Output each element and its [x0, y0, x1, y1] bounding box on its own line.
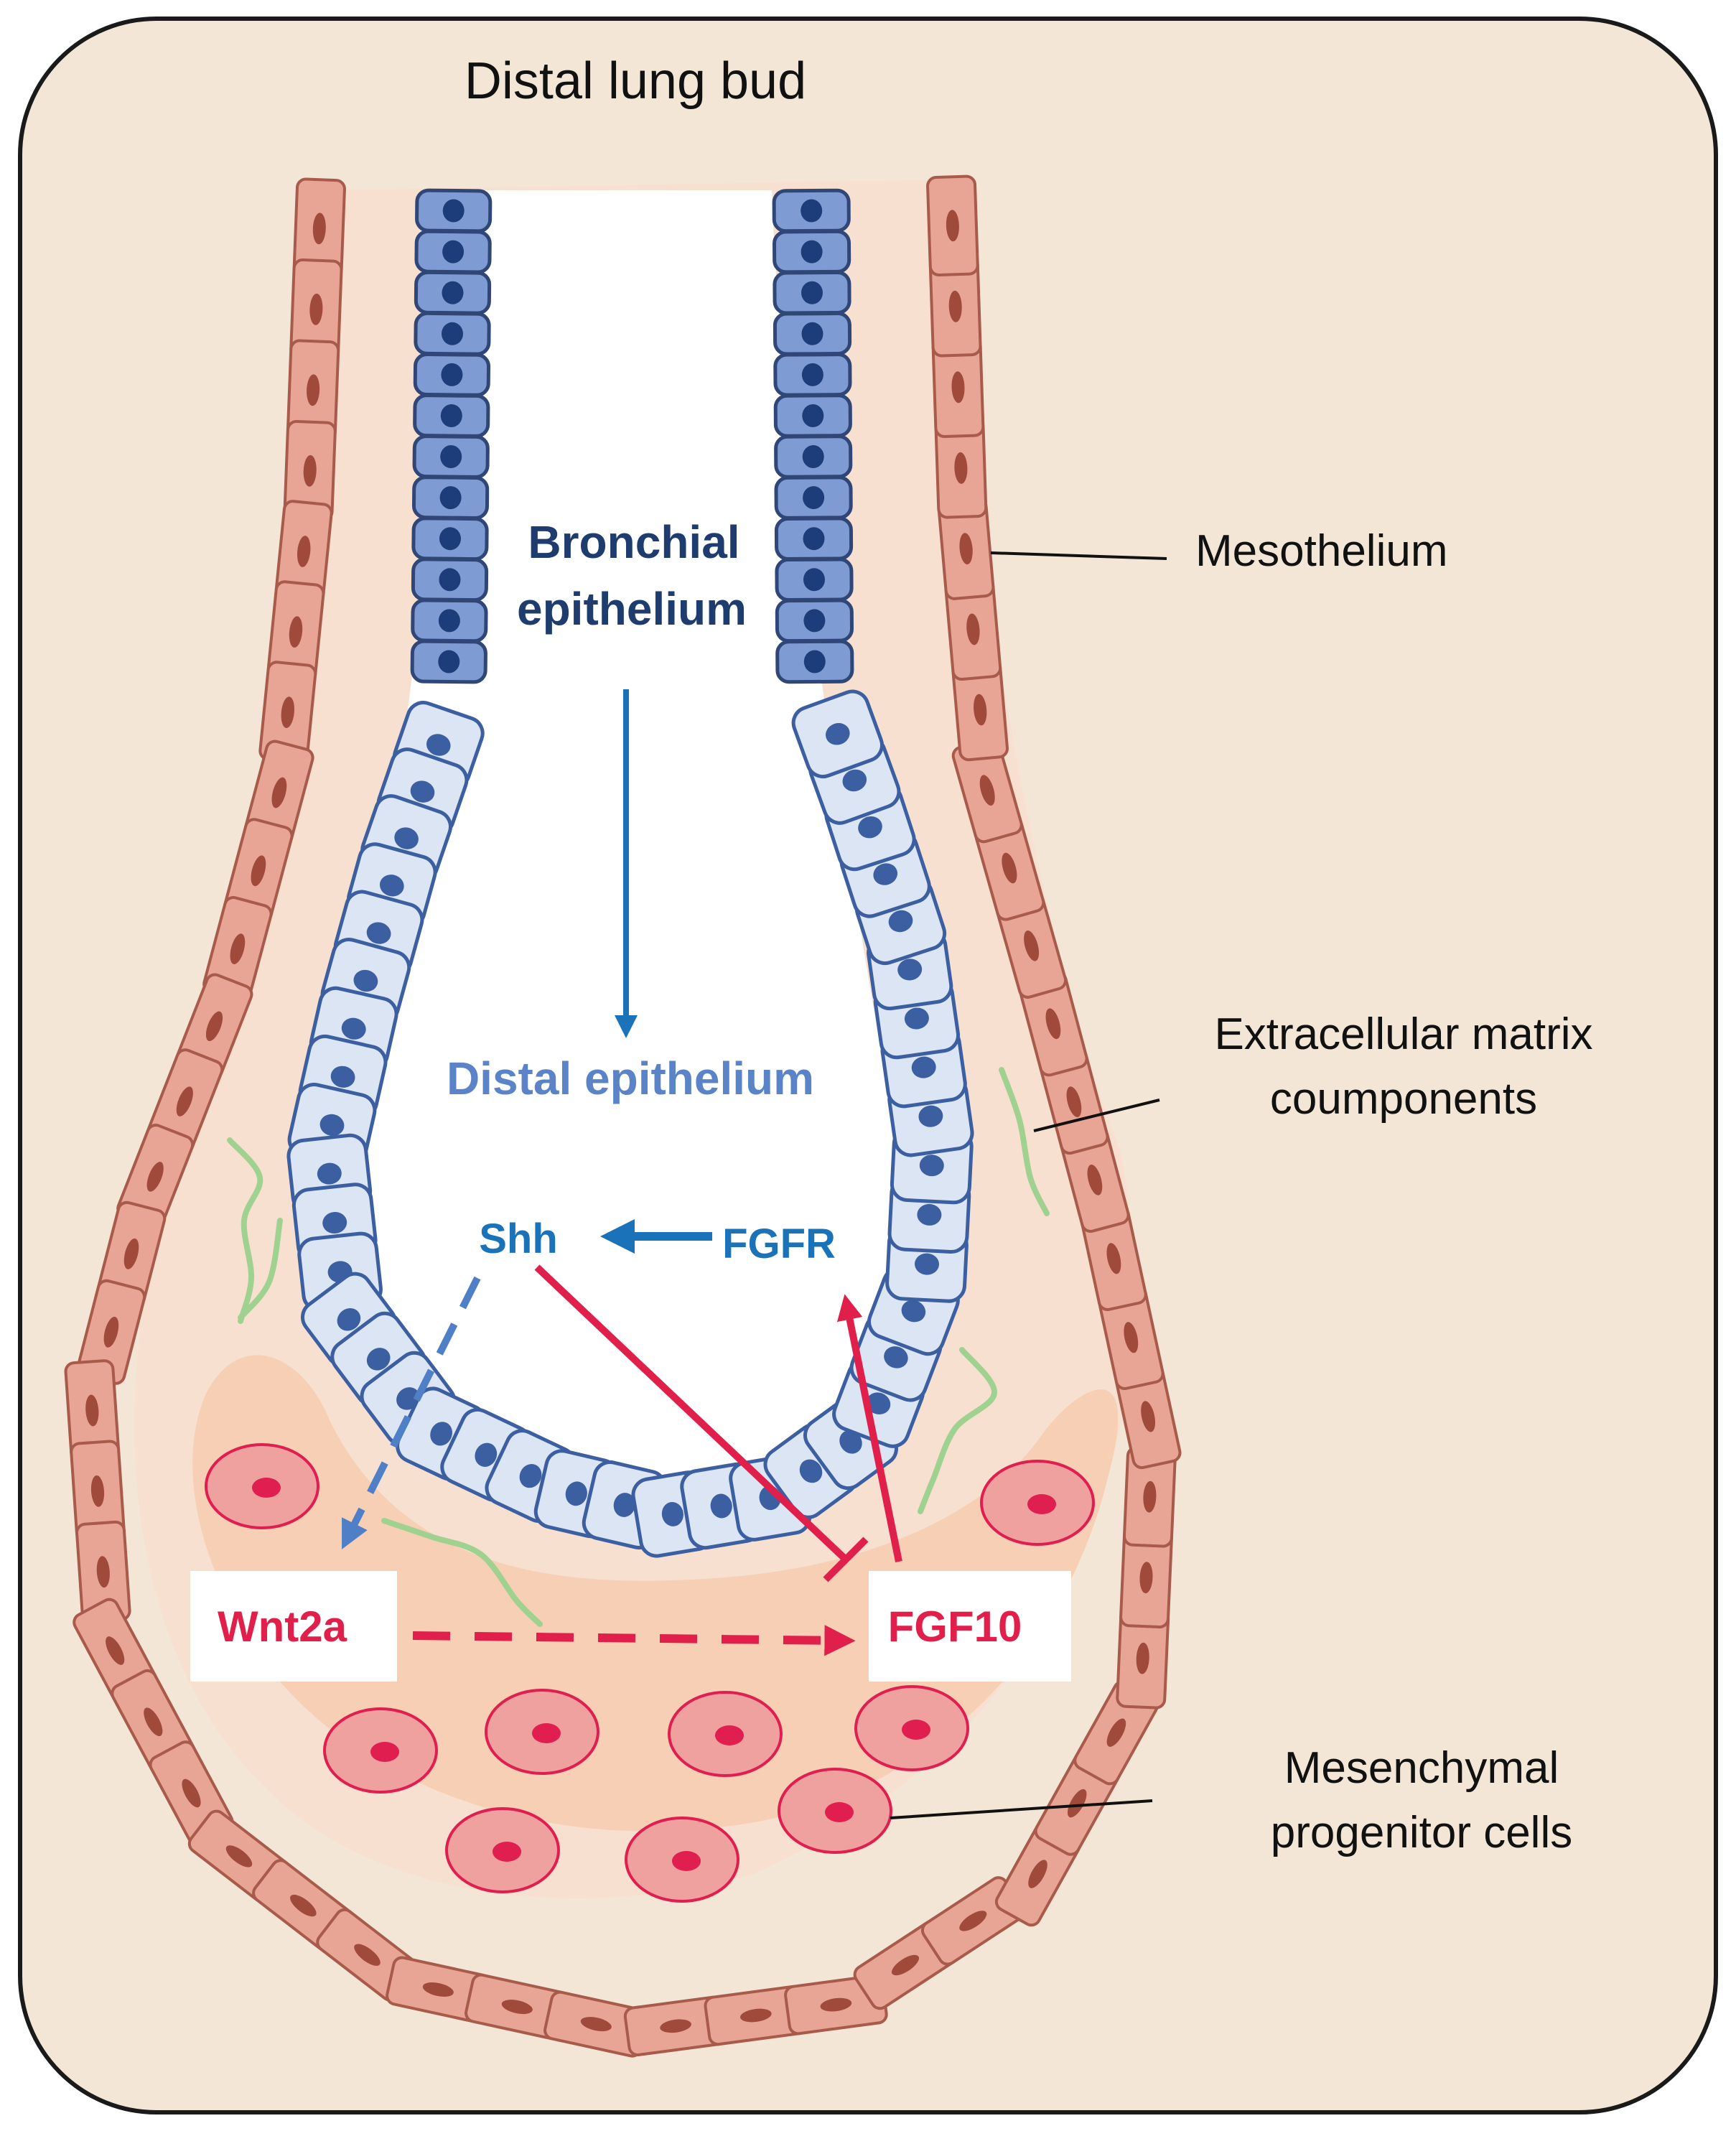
distal-epithelium-label: Distal epithelium — [447, 1053, 814, 1104]
bronchial-label-line2: epithelium — [517, 583, 747, 635]
epithelium-layer — [286, 188, 974, 1558]
ecm-leader — [1033, 1099, 1160, 1132]
mesothelium-cell — [96, 1200, 167, 1307]
bronchial-cell — [773, 229, 851, 274]
fgf10-to-fgfr-arrow — [836, 1294, 902, 1562]
bronchial-cell — [775, 639, 854, 684]
bronchial-cell — [410, 639, 487, 684]
inhibition-bar — [823, 1537, 869, 1582]
mesenchymal-leader — [890, 1799, 1153, 1819]
progenitor-cell — [445, 1807, 560, 1893]
diagram-title: Distal lung bud — [465, 52, 806, 110]
mesothelium-leader — [990, 551, 1167, 560]
distal-cell — [791, 689, 884, 779]
progenitor-cell — [980, 1460, 1095, 1546]
mesothelium-cell — [258, 661, 317, 764]
bronchial-cell — [773, 312, 852, 356]
mesothelium-cell — [623, 1995, 728, 2057]
ecm-label-line2: coumponents — [1270, 1074, 1537, 1124]
ecm-fiber — [918, 1347, 997, 1514]
mesothelium-cell — [70, 1440, 126, 1543]
mesothelium-cell — [1039, 1049, 1109, 1155]
progenitor-cell — [205, 1443, 319, 1529]
mesothelium-layer — [64, 174, 1182, 2058]
mesothelium-cell — [1081, 1206, 1147, 1311]
mesothelium-cell — [76, 1279, 146, 1385]
wnt2a-box — [190, 1571, 397, 1682]
ecm-fiber — [238, 1218, 283, 1320]
wnt2a-label: Wnt2a — [218, 1603, 347, 1651]
shh-inhibits-fgf10 — [534, 1264, 849, 1562]
mesenchymal-label-line1: Mesenchymal — [1284, 1743, 1559, 1793]
mesothelium-cell — [274, 500, 333, 603]
progenitor-cell — [668, 1691, 783, 1777]
bronchial-cell — [411, 557, 489, 602]
shh-label: Shh — [479, 1216, 558, 1262]
mesothelium-cell — [64, 1359, 121, 1462]
bronchial-cell — [773, 353, 852, 397]
progenitor-cell — [323, 1707, 438, 1794]
fgfr-label: FGFR — [722, 1221, 836, 1267]
bronchial-label-line1: Bronchial — [528, 516, 739, 568]
progenitor-cell — [625, 1817, 739, 1903]
bronchial-cell — [414, 311, 491, 356]
progenitor-cells — [205, 1443, 1095, 1903]
ecm-fiber — [227, 1137, 263, 1324]
mesothelium-cell — [386, 1956, 491, 2023]
bronchial-cell — [774, 434, 853, 479]
bronchial-cell — [411, 475, 490, 520]
bronchial-cell — [772, 188, 851, 233]
bronchial-cell — [773, 270, 851, 315]
progenitor-cell — [485, 1689, 599, 1775]
bronchial-cell — [775, 557, 854, 602]
bronchial-cell — [774, 516, 854, 561]
bronchial-cell — [413, 353, 491, 397]
bronchial-cell — [414, 270, 492, 315]
ecm-fibers — [227, 1067, 1050, 1627]
mesothelium-cell — [202, 896, 273, 1002]
wnt2a-to-fgf10-arrow — [412, 1625, 856, 1656]
mesothelium-cell — [75, 1520, 131, 1623]
ecm-fiber — [381, 1518, 543, 1627]
mesothelium-cell — [974, 815, 1045, 921]
bronchial-cell — [414, 229, 492, 274]
bronchial-cell — [774, 475, 853, 520]
ecm-label-line1: Extracellular matrix — [1214, 1009, 1592, 1059]
lumen — [364, 190, 905, 1501]
mesothelium-cell — [286, 339, 340, 442]
mesothelium-cell — [289, 258, 343, 360]
bronchial-cell — [411, 516, 489, 561]
mesothelium-cell — [292, 177, 346, 280]
ecm-fiber — [999, 1067, 1050, 1216]
progenitor-cell — [854, 1685, 969, 1771]
fgf10-box — [869, 1571, 1071, 1682]
mesothelium-cell — [244, 740, 314, 846]
mesothelium-cell — [926, 174, 979, 276]
bronchial-cell — [412, 434, 490, 479]
mesothelium-cell — [931, 336, 985, 438]
bronchial-cell — [773, 393, 852, 438]
bronchial-cell — [775, 598, 854, 643]
bronchial-cell — [413, 393, 490, 438]
bronchial-cell — [415, 188, 493, 233]
fgf10-label: FGF10 — [888, 1603, 1022, 1651]
progenitor-cell — [778, 1768, 892, 1854]
mesothelium-label: Mesothelium — [1195, 526, 1447, 576]
mesenchymal-label-line2: progenitor cells — [1271, 1808, 1572, 1857]
bronchial-cell — [411, 598, 488, 643]
